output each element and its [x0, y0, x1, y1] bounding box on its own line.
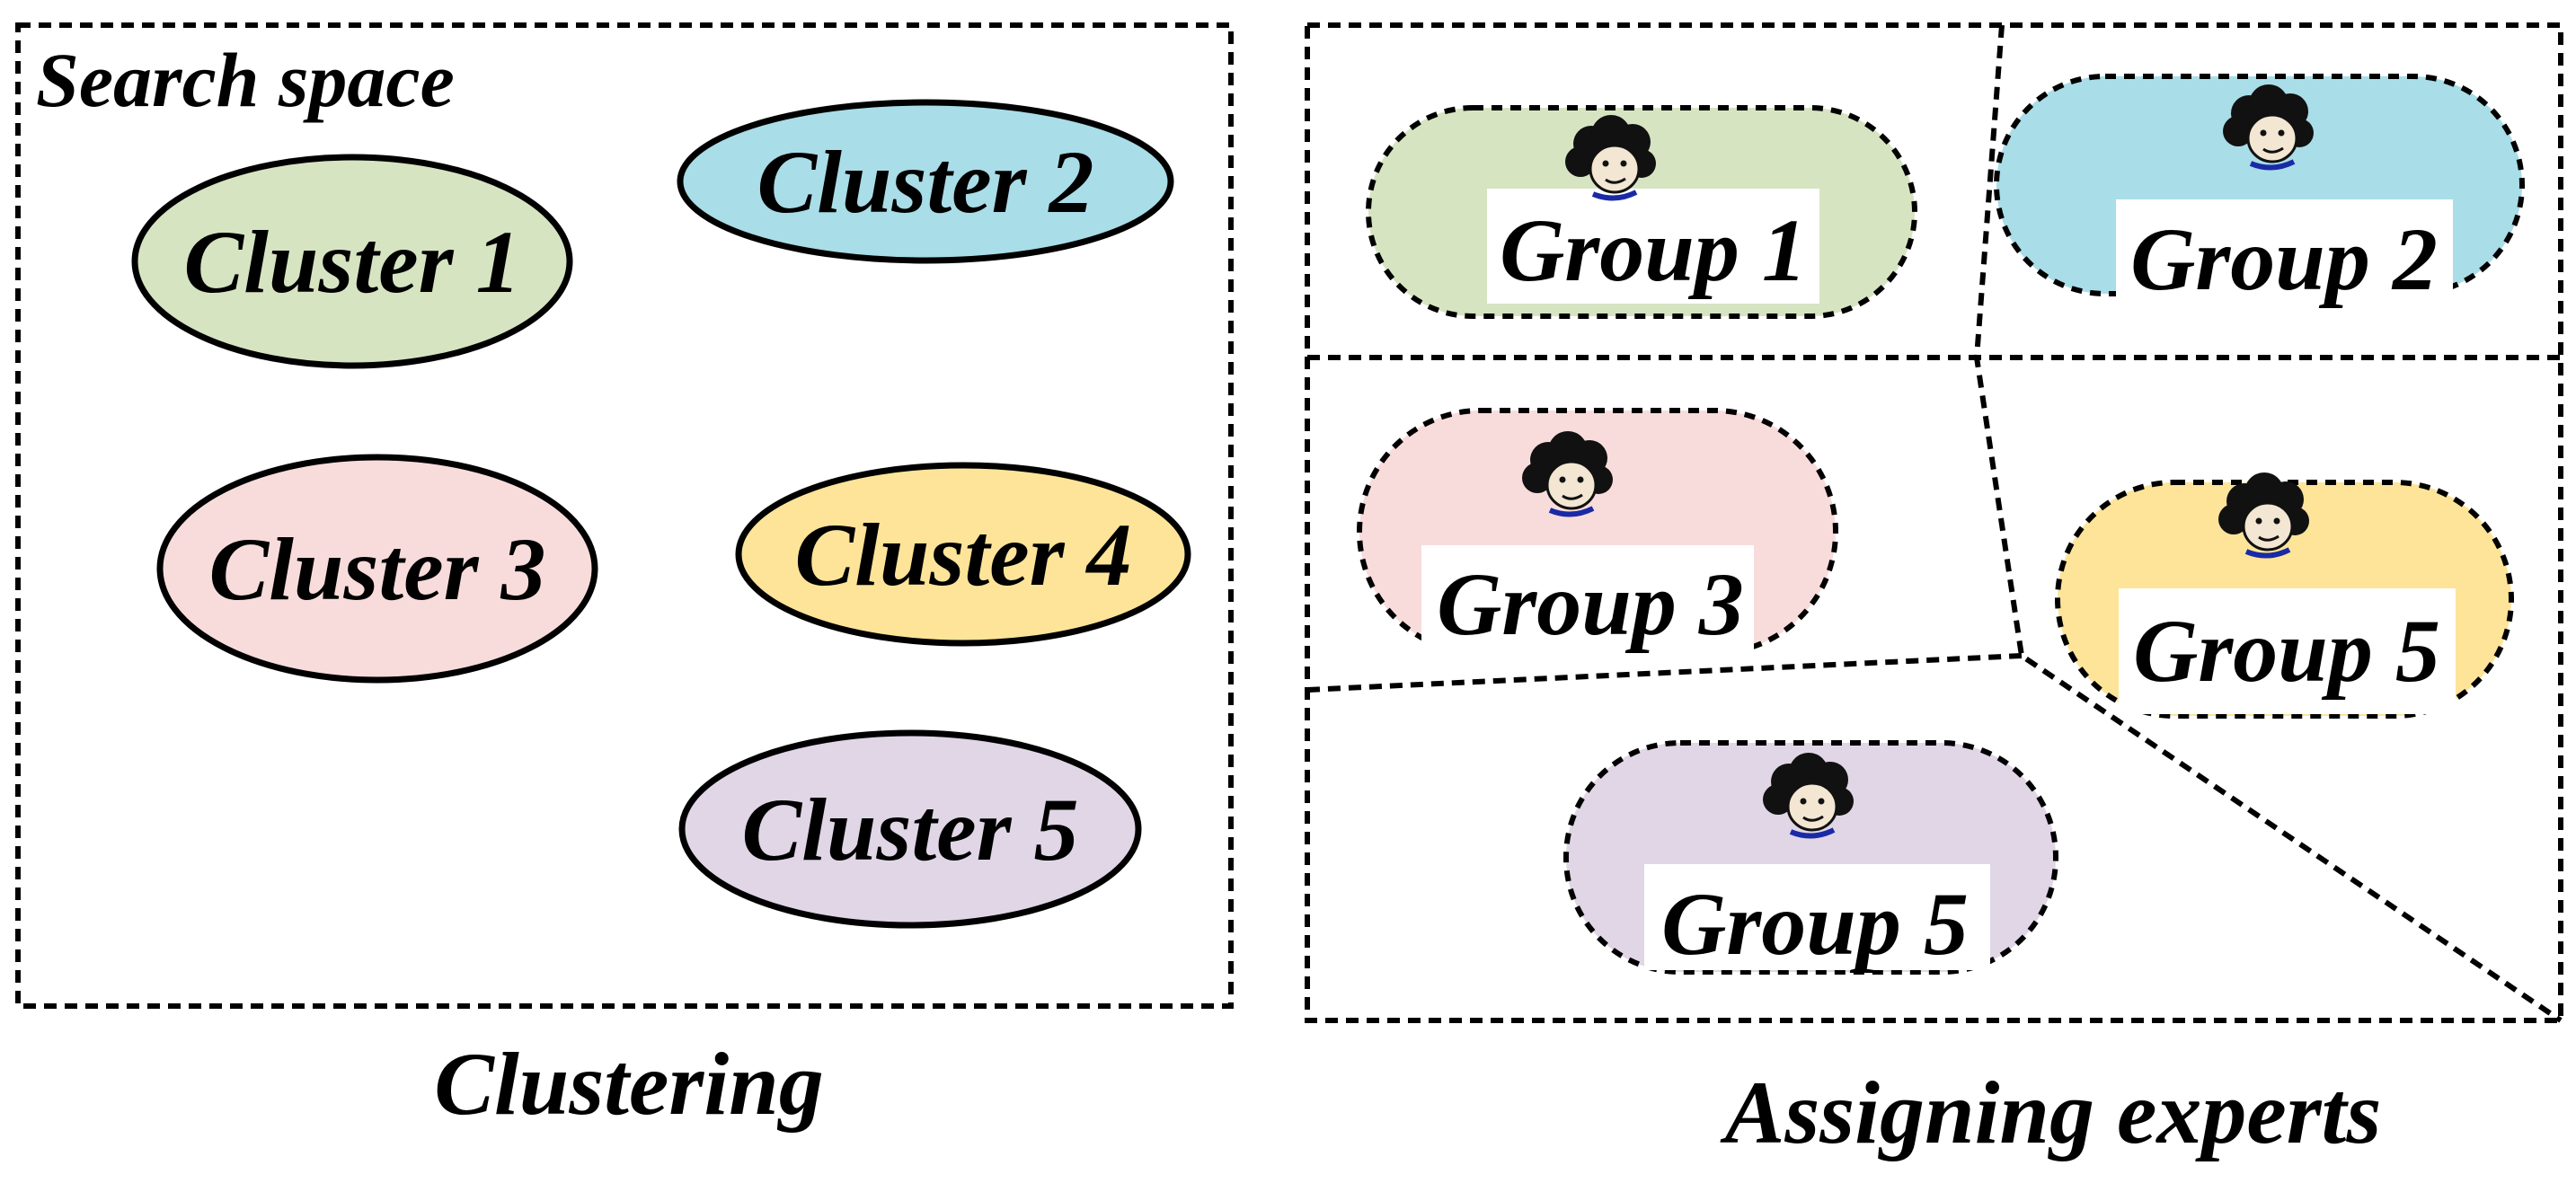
cluster-2-ellipse — [677, 99, 1174, 264]
search-space-title: Search space — [36, 37, 455, 123]
group-2: Group 2 — [1994, 74, 2525, 316]
partition-line — [1973, 24, 2563, 1023]
assigning-experts-caption: Assigning experts — [1720, 1063, 2382, 1162]
group-3-label: Group 3 — [1437, 554, 1744, 654]
cluster-3-ellipse — [156, 454, 598, 684]
cluster-1-label: Cluster 1 — [183, 212, 520, 312]
cluster-2: Cluster 2 — [677, 99, 1174, 264]
cluster-5-ellipse — [678, 729, 1142, 929]
expert-assignment-panel — [1305, 22, 2563, 1023]
group-5-purple-label: Group 5 — [1661, 874, 1969, 974]
cluster-1: Cluster 1 — [131, 154, 573, 369]
cluster-5: Cluster 5 — [678, 729, 1142, 929]
search-space-panel: Search space — [15, 22, 1234, 1009]
expert-assignment-border — [1305, 22, 2563, 1023]
group-3: Group 3 — [1357, 408, 1838, 664]
cluster-3-label: Cluster 3 — [208, 519, 545, 619]
group-5-purple: Group 5 — [1563, 740, 2058, 975]
group-1: Group 1 — [1366, 105, 1917, 319]
cluster-4-ellipse — [735, 462, 1191, 647]
cluster-3: Cluster 3 — [156, 454, 598, 684]
partition-line — [1306, 653, 2023, 693]
group-5-yellow: Group 5 — [2055, 472, 2514, 719]
cluster-5-label: Cluster 5 — [741, 780, 1078, 879]
cluster-4-label: Cluster 4 — [794, 505, 1131, 605]
cluster-1-ellipse — [131, 154, 573, 369]
clustering-caption: Clustering — [434, 1034, 824, 1134]
group-1-label: Group 1 — [1500, 200, 1807, 300]
cluster-2-label: Cluster 2 — [757, 132, 1093, 232]
search-space-border — [15, 22, 1234, 1009]
group-2-label: Group 2 — [2130, 209, 2438, 309]
group-5-yellow-label: Group 5 — [2133, 601, 2440, 701]
cluster-4: Cluster 4 — [735, 462, 1191, 647]
